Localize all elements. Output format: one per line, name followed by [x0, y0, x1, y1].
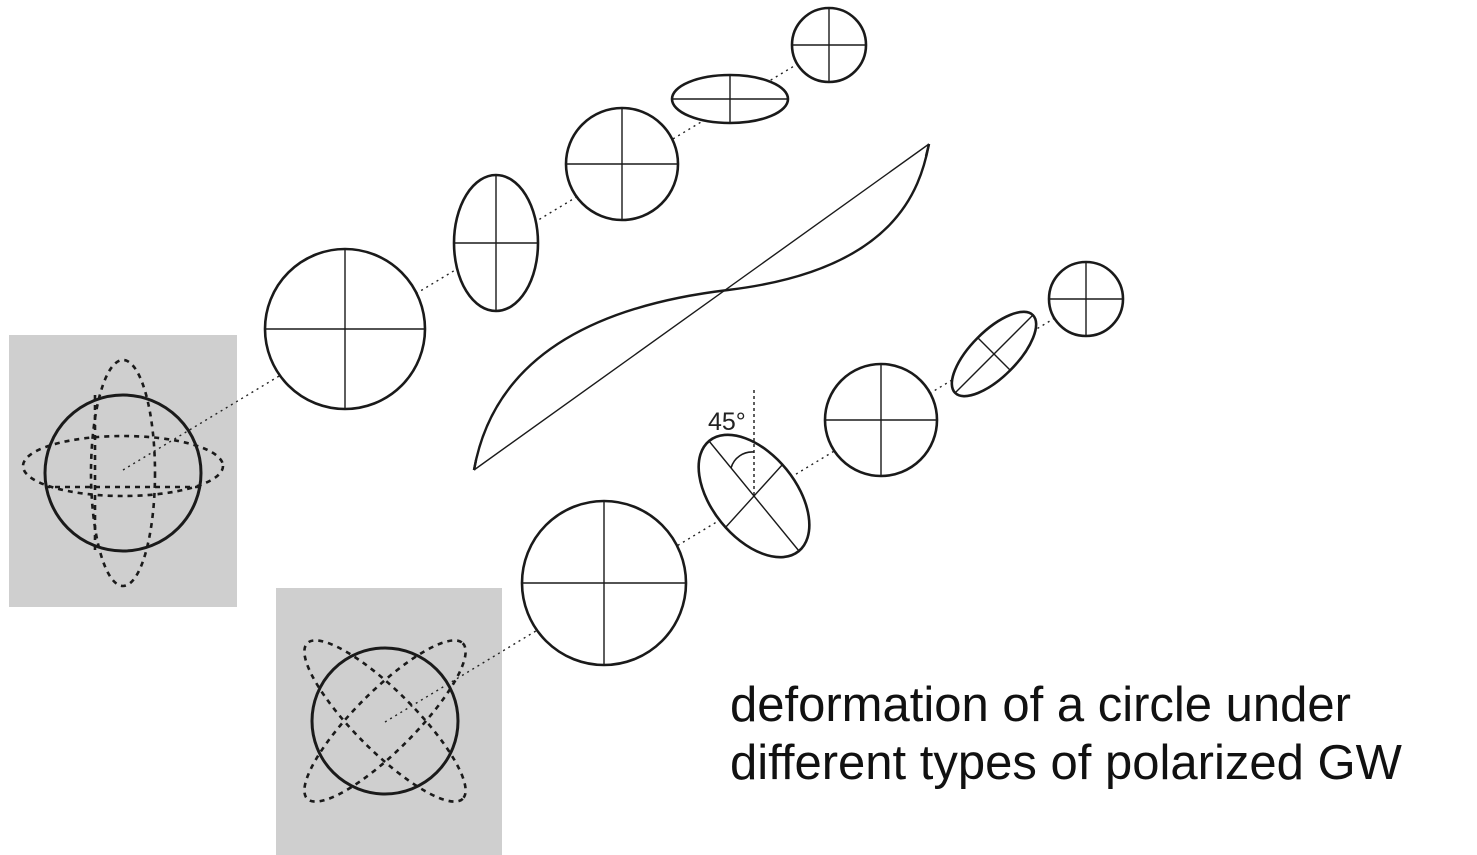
wave-diagram — [472, 143, 931, 471]
angle-marker: 45° — [708, 390, 755, 496]
plus-sequence — [263, 6, 868, 411]
cross-reference-circle — [310, 646, 460, 796]
waveform-baseline — [473, 143, 930, 471]
plus-reference-circle — [43, 393, 203, 553]
caption-line-1: deformation of a circle under — [730, 678, 1351, 732]
plus-stage-ellipse-horizontal — [670, 73, 790, 125]
plus-dashed-vertical-ellipse — [89, 358, 157, 588]
cross-dashed-ellipse-b — [303, 639, 467, 803]
plus-dashed-horizontal-ellipse — [21, 434, 225, 498]
cross-stage-circle-2 — [823, 362, 939, 478]
caption-line-2: different types of polarized GW — [730, 736, 1402, 790]
cross-inset-figure — [303, 639, 467, 803]
plus-stage-circle-1 — [263, 247, 427, 411]
plus-stage-circle-3 — [790, 6, 868, 84]
cross-stage-circle-1 — [520, 499, 688, 667]
angle-label: 45° — [708, 408, 746, 436]
cross-stage-ellipse-tilted-a — [697, 433, 811, 559]
plus-stage-ellipse-vertical — [452, 173, 540, 313]
cross-polarization-inset — [276, 588, 502, 855]
cross-stage-ellipse-tilted-b — [950, 310, 1038, 398]
plus-polarization-inset — [9, 335, 237, 607]
cross-dashed-ellipse-a — [303, 639, 467, 803]
cross-sequence: 45° — [520, 260, 1125, 667]
waveform-curve — [472, 143, 931, 471]
cross-stage-circle-3 — [1047, 260, 1125, 338]
plus-stage-circle-2 — [564, 106, 680, 222]
plus-inset-figure — [21, 358, 225, 588]
angle-arc — [730, 451, 755, 469]
diagram-caption: deformation of a circle under different … — [730, 676, 1402, 792]
